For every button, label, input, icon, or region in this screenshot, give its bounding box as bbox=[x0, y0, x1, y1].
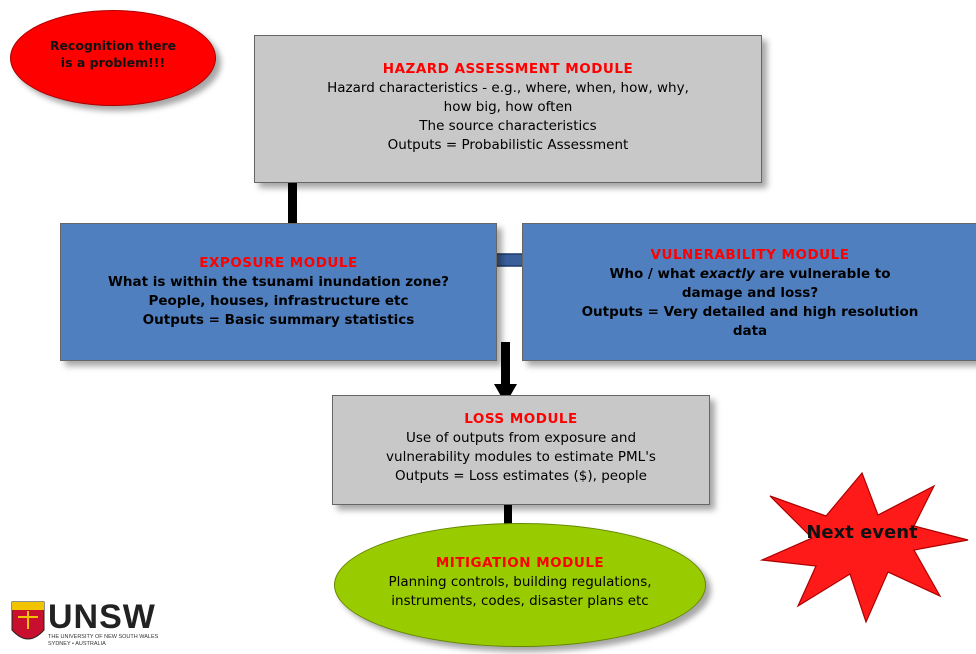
connector-hazard-exposure bbox=[288, 170, 297, 226]
starburst-shape bbox=[759, 471, 969, 624]
vulnerability-module-box: Vulnerability Module Who / what exactly … bbox=[522, 223, 976, 361]
next-event-label: Next event bbox=[806, 522, 918, 543]
arrow-down-to-loss-icon bbox=[494, 342, 517, 404]
vulnerability-line-2: damage and loss? bbox=[681, 285, 819, 301]
loss-line-2: vulnerability modules to estimate PML's bbox=[386, 449, 656, 465]
vulnerability-line-3: Outputs = Very detailed and high resolut… bbox=[581, 304, 919, 320]
exposure-line-1: What is within the tsunami inundation zo… bbox=[108, 274, 449, 290]
hazard-title: Hazard Assessment Module bbox=[382, 61, 634, 77]
unsw-crest-logo bbox=[11, 601, 45, 640]
unsw-tagline-1: THE UNIVERSITY OF NEW SOUTH WALES bbox=[48, 634, 159, 640]
hazard-line-1: Hazard characteristics - e.g., where, wh… bbox=[327, 80, 689, 96]
exposure-line-2: People, houses, infrastructure etc bbox=[148, 293, 409, 309]
loss-title: Loss Module bbox=[464, 411, 578, 427]
mitigation-module-ellipse: Mitigation Module Planning controls, bui… bbox=[334, 523, 706, 647]
loss-module-box: Loss Module Use of outputs from exposure… bbox=[332, 395, 710, 505]
mitigation-line-1: Planning controls, building regulations, bbox=[388, 574, 652, 590]
unsw-tagline-2: SYDNEY • AUSTRALIA bbox=[48, 641, 106, 647]
hazard-line-3: The source characteristics bbox=[419, 118, 597, 134]
vulnerability-line-1: Who / what exactly are vulnerable to bbox=[523, 265, 976, 284]
vulnerability-title: Vulnerability Module bbox=[650, 247, 850, 263]
mitigation-line-2: instruments, codes, disaster plans etc bbox=[391, 593, 649, 609]
recognition-line-1: Recognition there bbox=[49, 38, 177, 53]
hazard-line-2: how big, how often bbox=[443, 99, 573, 115]
loss-line-1: Use of outputs from exposure and bbox=[405, 430, 637, 446]
unsw-logo-tagline: THE UNIVERSITY OF NEW SOUTH WALES SYDNEY… bbox=[48, 634, 158, 648]
vulnerability-line-4: data bbox=[732, 323, 768, 339]
exposure-module-box: Exposure Module What is within the tsuna… bbox=[60, 223, 497, 361]
hazard-assessment-module-box: Hazard Assessment Module Hazard characte… bbox=[254, 35, 762, 183]
exposure-line-3: Outputs = Basic summary statistics bbox=[142, 312, 415, 328]
recognition-ellipse: Recognition there is a problem!!! bbox=[10, 10, 216, 106]
exposure-title: Exposure Module bbox=[199, 255, 358, 271]
mitigation-title: Mitigation Module bbox=[435, 555, 605, 571]
vulnerability-line-1-post: are vulnerable to bbox=[754, 266, 891, 282]
loss-line-3: Outputs = Loss estimates ($), people bbox=[395, 468, 647, 484]
unsw-logo-word: UNSW bbox=[48, 598, 156, 636]
vulnerability-line-1-pre: Who / what bbox=[609, 266, 700, 282]
vulnerability-line-1-em: exactly bbox=[699, 266, 755, 282]
hazard-line-4: Outputs = Probabilistic Assessment bbox=[387, 137, 629, 153]
recognition-line-2: is a problem!!! bbox=[60, 55, 166, 70]
